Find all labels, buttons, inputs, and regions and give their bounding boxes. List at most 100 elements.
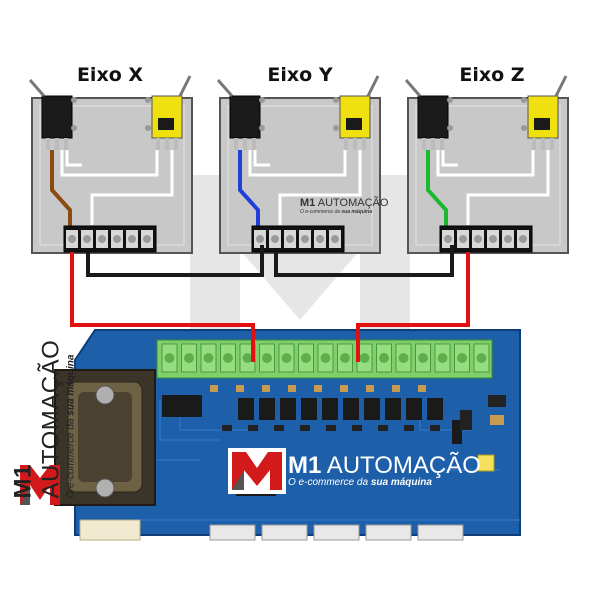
board-screw-head: [418, 353, 428, 363]
screw-head: [286, 235, 294, 243]
screw-head: [98, 235, 106, 243]
switch-lever: [178, 75, 192, 97]
board-screw-head: [340, 353, 350, 363]
smd-resistor: [300, 425, 310, 431]
db25-connector: [54, 369, 156, 506]
board-screw-head: [359, 353, 370, 363]
board-brand-rest: AUTOMAÇÃO: [321, 452, 481, 479]
terminal-block: [439, 225, 533, 253]
board-screw-head: [398, 353, 409, 363]
screw-head: [113, 235, 121, 243]
internal-wire: [278, 150, 362, 225]
optocoupler-chip: [385, 398, 401, 420]
switch-lever: [216, 79, 234, 97]
switch-pin: [550, 138, 554, 150]
optocoupler-chip: [322, 398, 338, 420]
board-screw-head: [184, 353, 194, 363]
smd-component: [340, 385, 348, 392]
switch-body-dark: [534, 118, 550, 130]
optocoupler-chip: [301, 398, 317, 420]
screw: [333, 125, 339, 131]
switch-pin: [243, 138, 247, 150]
switch-pin: [541, 138, 545, 150]
axis-title-y: Eixo Y: [267, 64, 333, 86]
board-screw-head: [281, 353, 292, 363]
switch-lever: [554, 75, 568, 97]
switch-pin: [532, 138, 536, 150]
smd-component: [392, 385, 400, 392]
optocoupler-chip: [364, 398, 380, 420]
screw: [259, 97, 265, 103]
screw: [71, 97, 77, 103]
optocoupler-chip: [280, 398, 296, 420]
board-screw-head: [437, 353, 448, 363]
switch-module-z: [404, 75, 569, 254]
positive-wire-x: [70, 252, 255, 362]
smd-component: [288, 385, 296, 392]
terminal-block: [251, 225, 345, 253]
switch-pin: [46, 138, 50, 150]
screw-head: [519, 235, 527, 243]
smd-resistor: [430, 425, 440, 431]
screw: [333, 97, 339, 103]
signal-wire: [50, 150, 72, 228]
switch-body-dark: [346, 118, 362, 130]
board-tag-bold: sua máquina: [370, 477, 432, 488]
board-screw-head: [476, 353, 487, 363]
smd-resistor: [378, 425, 388, 431]
optocoupler-chip: [406, 398, 422, 420]
board-led: [460, 395, 506, 472]
screw: [259, 125, 265, 131]
screw-head: [444, 235, 452, 243]
internal-wire: [441, 150, 458, 167]
plate-brand: M1 AUTOMAÇÃO O e-commerce da sua máquina: [300, 197, 388, 215]
screw-head: [331, 235, 339, 243]
switch-pin: [174, 138, 178, 150]
smd-component: [314, 385, 322, 392]
smd-resistor: [404, 425, 414, 431]
board-brand-bold: M1: [288, 452, 322, 479]
screw: [447, 125, 453, 131]
smd-resistor: [248, 425, 258, 431]
positive-wire-z: [356, 252, 470, 362]
screw-head: [474, 235, 482, 243]
screw-head: [83, 235, 91, 243]
side-brand-rest: AUTOMAÇÃO: [37, 339, 65, 499]
switch-lever: [404, 79, 422, 97]
switch-pin: [156, 138, 160, 150]
internal-wire: [65, 150, 82, 167]
screw: [521, 125, 527, 131]
screw-head: [459, 235, 467, 243]
board-screw-head: [203, 353, 214, 363]
screw: [521, 97, 527, 103]
switch-pin: [431, 138, 435, 150]
ic-chip: [162, 395, 202, 417]
switch-pin: [440, 138, 444, 150]
smd-component: [262, 385, 270, 392]
screw-head: [316, 235, 324, 243]
side-tag-bold: sua máquina: [65, 354, 77, 416]
common-wire-yz: [274, 245, 454, 277]
switch-pin: [64, 138, 68, 150]
switch-pin: [252, 138, 256, 150]
microswitch-yellow: [339, 95, 371, 139]
plate-brand-bold: M1: [300, 197, 316, 209]
smd-component: [366, 385, 374, 392]
screw-head: [504, 235, 512, 243]
internal-wire: [466, 150, 550, 225]
screw-head: [301, 235, 309, 243]
board-screw-head: [379, 353, 389, 363]
optocoupler-chip: [238, 398, 254, 420]
switch-module-x: [28, 75, 193, 254]
plate-brand-rest: AUTOMAÇÃO: [315, 197, 389, 209]
board-screw-head: [457, 353, 467, 363]
switch-pin: [362, 138, 366, 150]
smd-resistor: [274, 425, 284, 431]
regulator: [452, 420, 462, 444]
board-screw-head: [301, 353, 311, 363]
axis-title-x: Eixo X: [76, 64, 144, 86]
microswitch-yellow: [527, 95, 559, 139]
screw-head: [271, 235, 279, 243]
